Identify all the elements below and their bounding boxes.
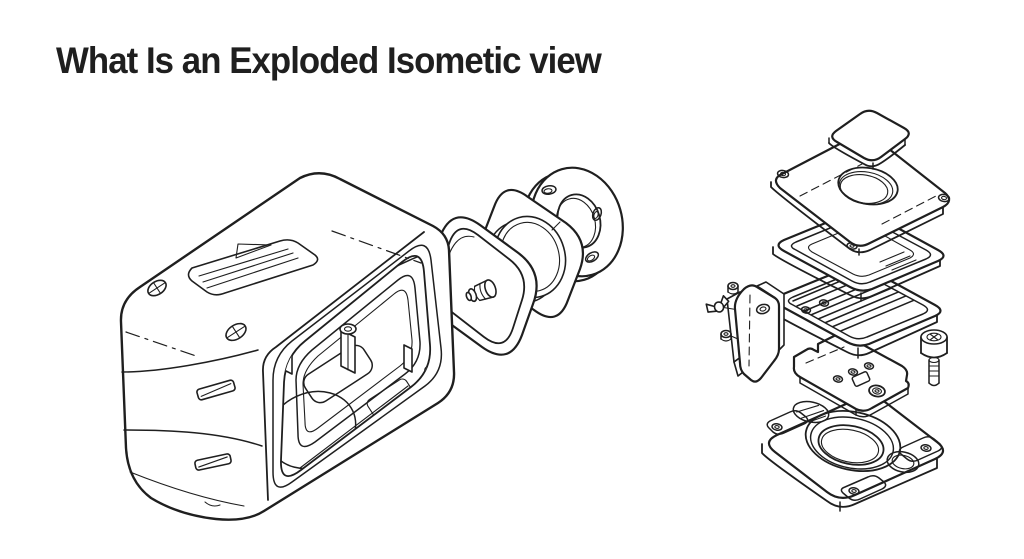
- bracket-hole: [755, 303, 771, 315]
- mount-tab: [403, 344, 413, 373]
- base-plate: [761, 395, 945, 512]
- centerline: [331, 230, 422, 264]
- corner-pocket: [766, 409, 809, 436]
- page-title: What Is an Exploded Isometic view: [56, 40, 602, 81]
- plate-stack-assembly: [705, 109, 951, 512]
- wing-screw: [705, 295, 735, 313]
- side-vent-slot: [194, 453, 232, 471]
- front-frame: [262, 231, 443, 501]
- body-seams: [121, 349, 263, 507]
- round-pocket: [886, 450, 920, 474]
- shutter-recess: [187, 239, 319, 296]
- pcb-plate: [792, 332, 910, 418]
- body-screw-oval: [147, 279, 167, 297]
- side-vent-slot: [196, 379, 236, 401]
- camera-body: [119, 172, 456, 521]
- flange-bolt-hole: [541, 184, 557, 196]
- shoulder-screw: [920, 329, 948, 387]
- seal-ring: [424, 216, 538, 356]
- body-screw-oval: [225, 322, 247, 342]
- lens-barrel-pin: [465, 279, 497, 303]
- mount-post: [339, 323, 357, 374]
- mount-bracket: [705, 281, 785, 383]
- pcb-component: [851, 371, 871, 387]
- pcb-boss: [868, 384, 886, 398]
- flange-bolt-hole: [591, 206, 603, 222]
- pcb-pads: [832, 362, 875, 383]
- camera-exploded-assembly: [119, 166, 624, 521]
- thumb-screw: [727, 281, 739, 295]
- flange-bolt-hole: [584, 251, 600, 263]
- cover-plate: [828, 109, 910, 170]
- corner-pocket: [840, 474, 887, 502]
- thumb-screw: [720, 329, 739, 342]
- centerline: [125, 331, 197, 357]
